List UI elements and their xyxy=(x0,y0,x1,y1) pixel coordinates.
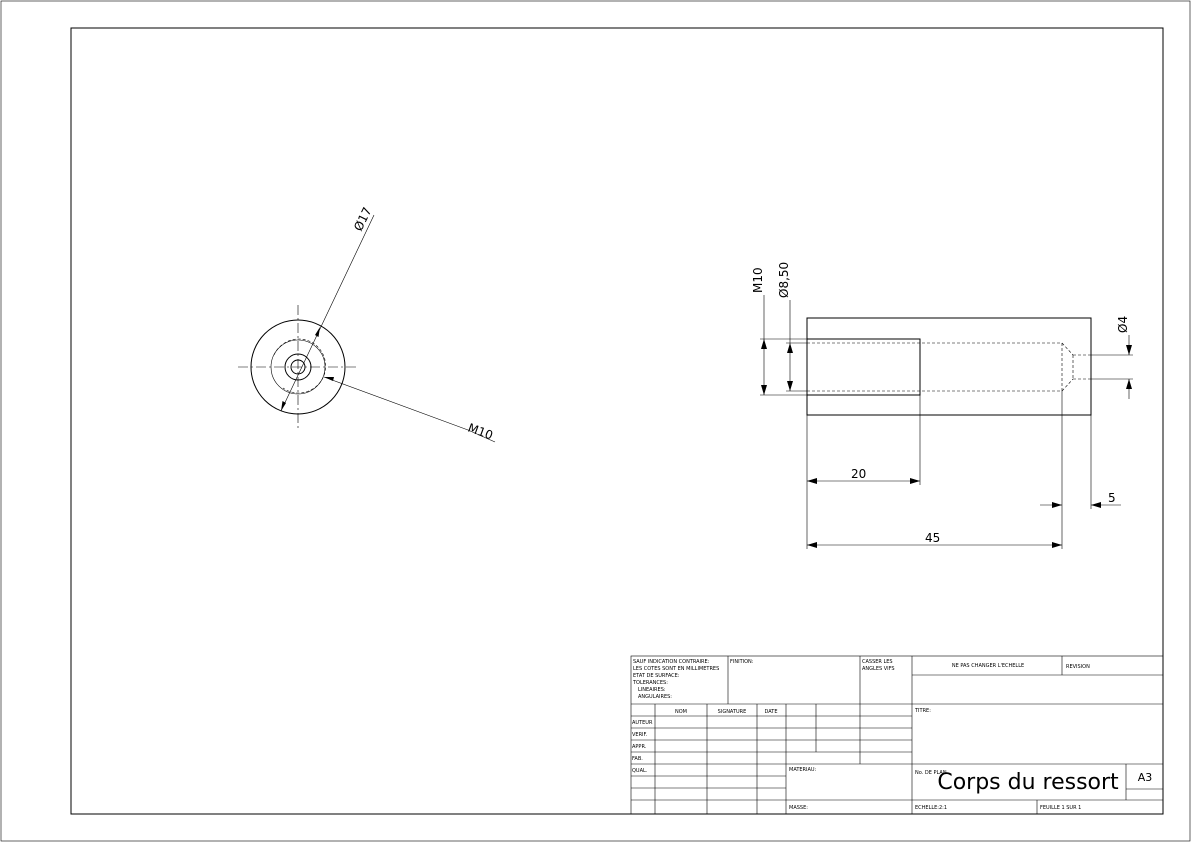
dim-thread-arrow xyxy=(324,377,334,381)
dim-outer-arrow-2 xyxy=(315,327,320,337)
tb-finish-label: FINITION: xyxy=(730,659,754,665)
tb-row-fab: FAB. xyxy=(632,756,643,762)
dim-thread-leader xyxy=(323,376,469,431)
tb-note-1: SAUF INDICATION CONTRAIRE: xyxy=(633,659,710,665)
tb-title-label: TITRE: xyxy=(914,708,931,714)
chamfer-top xyxy=(1061,342,1074,356)
tb-mass-label: MASSE: xyxy=(789,805,808,811)
tb-edges-1: CASSER LES xyxy=(862,659,893,665)
dim-hole-text: Ø4 xyxy=(1116,316,1130,333)
tb-sheet: FEUILLE 1 SUR 1 xyxy=(1040,805,1081,811)
tb-row-appr: APPR. xyxy=(632,744,647,750)
tb-row-author: AUTEUR xyxy=(632,720,653,726)
title-block-border xyxy=(630,655,1164,815)
drawing-frame xyxy=(70,27,1164,815)
side-view: M10 Ø8,50 Ø4 20 5 45 xyxy=(751,262,1133,549)
tb-col-name: NOM xyxy=(675,709,687,715)
front-view: Ø17 M10 xyxy=(238,205,496,443)
tb-revision-label: REVISION xyxy=(1066,664,1090,670)
chamfer-bottom xyxy=(1061,378,1074,392)
dim-m10-text: M10 xyxy=(751,267,765,293)
dim-outer-arrow-1 xyxy=(281,401,286,411)
tb-note-5: LINEAIRES: xyxy=(638,687,666,693)
tb-note-4: TOLERANCES: xyxy=(632,680,668,686)
dim-5-text: 5 xyxy=(1108,491,1116,505)
tb-edges-2: ANGLES VIFS xyxy=(862,666,895,672)
tb-drawing-title: Corps du ressort xyxy=(937,770,1119,795)
tb-scale: ECHELLE:2:1 xyxy=(915,805,947,811)
thread-arc xyxy=(273,338,326,394)
tb-material-label: MATERIAU: xyxy=(789,767,817,773)
dim-thread-underline xyxy=(467,429,496,443)
tb-note-3: ETAT DE SURFACE: xyxy=(633,673,680,679)
dim-thread-text: M10 xyxy=(466,421,495,443)
tb-col-date: DATE xyxy=(764,709,777,715)
tb-row-verif: VERIF. xyxy=(632,732,648,738)
tb-note-2: LES COTES SONT EN MILLIMETRES xyxy=(633,666,719,672)
tb-row-qual: QUAL. xyxy=(632,768,648,774)
body-outline xyxy=(806,317,1092,416)
dim-bore-text: Ø8,50 xyxy=(777,262,791,298)
dim-outer-text: Ø17 xyxy=(351,205,374,233)
tb-drawing-number-label: No. DE PLAN xyxy=(915,770,947,776)
tb-format: A3 xyxy=(1138,771,1153,784)
dim-45-text: 45 xyxy=(925,531,940,545)
thread-region xyxy=(806,338,921,396)
tb-col-signature: SIGNATURE xyxy=(718,709,747,715)
tb-scale-warning: NE PAS CHANGER L'ECHELLE xyxy=(952,663,1024,669)
tb-note-6: ANGULAIRES: xyxy=(638,694,672,700)
dim-outer-leader xyxy=(280,214,375,412)
dim-20-text: 20 xyxy=(851,467,866,481)
title-block: SAUF INDICATION CONTRAIRE: LES COTES SON… xyxy=(630,655,1164,815)
